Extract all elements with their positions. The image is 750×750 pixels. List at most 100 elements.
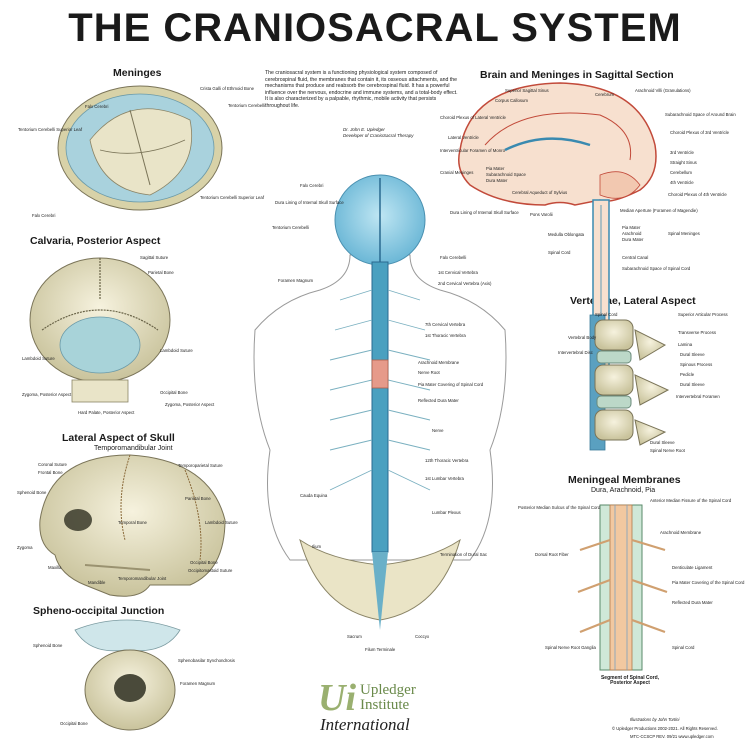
poster-title: THE CRANIOSACRAL SYSTEM [68,6,682,50]
label-dorsal-root-fiber: Dorsal Root Fiber [535,552,569,557]
label-sup-articular: Superior Articular Process [678,312,728,317]
label-median-aperture: Median Aperture (Foramen of Magendie) [620,208,698,213]
spheno-title: Spheno-occipital Junction [33,605,165,617]
label-denticulate-ligament: Denticulate Ligament [672,565,713,570]
label-dural-sleeve-2: Dural Sleeve [680,382,705,387]
label-coronal-suture: Coronal Suture [38,462,67,467]
label-subarachnoid-space: Subarachnoid Space [486,172,526,177]
label-dura-mater-brain: Dura Mater [486,178,508,183]
label-3rd-ventricle: 3rd Ventricle [670,150,694,155]
label-sagittal-suture: Sagittal Suture [140,255,169,260]
label-pedicle: Pedicle [680,372,695,377]
membranes-title: Meningeal Membranes [568,474,681,486]
label-arachnoid-villi: Arachnoid Villi (Granulations) [635,88,691,93]
label-transverse-process: Transverse Process [678,330,717,335]
label-cerebellum: Cerebellum [670,170,692,175]
label-occipital-bone-lat: Occipital Bone [190,560,218,565]
label-1st-cervical: 1st Cervical Vertebra [438,270,478,275]
label-dural-sleeve-3: Dural Sleeve [650,440,675,445]
label-lambdoid-left: Lambdoid Suture [22,356,55,361]
label-lateral-ventricle: Lateral Ventricle [448,135,479,140]
intro-text: The craniosacral system is a functioning… [265,70,458,109]
label-lambdoid-right: Lambdoid Suture [160,348,193,353]
label-pia-mater-brain: Pia Mater [486,166,505,171]
label-central-canal: Central Canal [622,255,649,260]
label-sup-sagittal-sinus: Superior Sagittal Sinus [505,88,549,93]
label-termination-dural-sac: Termination of Dural Sac [440,552,488,557]
label-tmj: Temporomandibular Joint [118,576,167,581]
label-occipital-bone: Occipital Bone [160,390,188,395]
label-falx-cerebelli: Falx Cerebelli [440,255,467,260]
calvaria-title: Calvaria, Posterior Aspect [30,235,161,247]
label-falx-cerebri: Falx Cerebri [85,104,109,109]
label-lamina: Lamina [678,342,693,347]
label-tentorium-cerebelli: Tentorium Cerebelli [228,103,266,108]
logo-line1: Upledger [360,682,416,698]
membranes-illustration [577,504,668,671]
label-corpus-callosum: Corpus Callosum [495,98,528,103]
label-lambdoid-lat: Lambdoid Suture [205,520,238,525]
label-maxilla: Maxilla [48,565,62,570]
label-dura-lining-left: Dura Lining of Internal Skull Surface [275,200,344,205]
label-tentorium-superior-leaf-2: Tentorium Cerebelli Superior Leaf [200,195,265,200]
label-spinal-cord-brain: Spinal Cord [548,250,571,255]
vertebrae-illustration [589,314,670,451]
label-arachnoid-spinal: Arachnoid [622,231,642,236]
label-anterior-median-fissure: Anterior Median Fissure of the Spinal Co… [650,498,732,503]
label-dura-lining-right: Dura Lining of Internal Skull Surface [450,210,519,215]
label-cerebral-aqueduct: Cerebral Aqueduct of Sylvius [512,190,568,195]
label-intervertebral-foramen: Intervertebral Foramen [676,394,720,399]
label-sphenoid-bone-2: Sphenoid Bone [33,643,63,648]
label-falx-cerebri-2: Falx Cerebri [32,213,56,218]
footer-credit: Illustrations by John Tortini [630,717,680,722]
logo-mark: Ui [318,677,356,719]
label-parietal-bone-lat: Parietal Bone [185,496,211,501]
label-occipital-bone-spheno: Occipital Bone [60,721,88,726]
label-lumbar-plexus: Lumbar Plexus [432,510,461,515]
label-subarachnoid-brain: Subarachnoid Space of Around Brain [665,112,736,117]
label-1st-thoracic: 1st Thoracic Vertebra [425,333,466,338]
label-choroid-lateral: Choroid Plexus of Lateral Ventricle [440,115,506,120]
label-zygoma-lat: Zygoma [17,545,33,550]
label-falx-cerebri-center: Falx Cerebri [300,183,324,188]
footer-copyright: © Upledger Productions 2002-2021. All Ri… [612,726,718,731]
membranes-subtitle: Dura, Arachnoid, Pia [591,487,656,494]
label-arachnoid-membrane-center: Arachnoid Membrane [418,360,460,365]
author-name: Dr. John E. Upledger [343,127,385,132]
label-interventricular-foramen: Interventricular Foramen of Monro [440,148,505,153]
label-pons: Pons Varolii [530,212,553,217]
label-ilium: Ilium [312,544,322,549]
label-mandible: Mandible [88,580,106,585]
label-4th-ventricle: 4th Ventricle [670,180,694,185]
label-dura-mater-spinal: Dura Mater [622,237,644,242]
label-cauda-equina: Cauda Equina [300,493,328,498]
label-tentorium-center: Tentorium Cerebelli [272,225,310,230]
label-hard-palate: Hard Palate, Posterior Aspect [78,410,135,415]
label-spinal-meninges: Spinal Meninges [668,231,700,236]
label-zygoma-left: Zygoma, Posterior Aspect [22,392,72,397]
logo-line3: International [320,715,410,734]
label-choroid-3rd: Choroid Plexus of 3rd Ventricle [670,130,729,135]
label-crista-galli: Crista Galli of Ethmoid Bone [200,86,254,91]
footer-item: MTC-CCSCP REV. 09/21 www.upledger.com [630,734,714,739]
label-spinal-cord-m: Spinal Cord [672,645,695,650]
label-spinal-nerve-ganglia: Spinal Nerve Root Ganglia [545,645,596,650]
label-temporal-bone: Temporal Bone [118,520,147,525]
label-reflected-dura-center: Reflected Dura Mater [418,398,459,403]
label-intervertebral-disc: Intervertebral Disc [558,350,593,355]
upledger-logo: Ui Upledger Institute International [318,677,458,740]
label-spinous-process: Spinous Process [680,362,713,367]
label-pia-mater-center: Pia Mater Covering of Spinal Cord [418,382,484,387]
label-vertebral-body: Vertebral Body [568,335,597,340]
label-nerve-root: Nerve Root [418,370,440,375]
label-dural-sleeve-1: Dural Sleeve [680,352,705,357]
label-choroid-4th: Choroid Plexus of 4th Ventricle [668,192,727,197]
label-spinal-cord-vert: Spinal Cord [595,312,618,317]
center-figure-illustration [253,174,507,630]
label-7th-cervical: 7th Cervical Vertebra [425,322,466,327]
label-subarachnoid-spinal: Subarachnoid Space of Spinal Cord [622,266,691,271]
intro-author: Dr. John E. Upledger Developer of Cranio… [343,127,414,138]
label-zygoma-right: Zygoma, Posterior Aspect [165,402,215,407]
logo-line2: Institute [360,697,410,713]
